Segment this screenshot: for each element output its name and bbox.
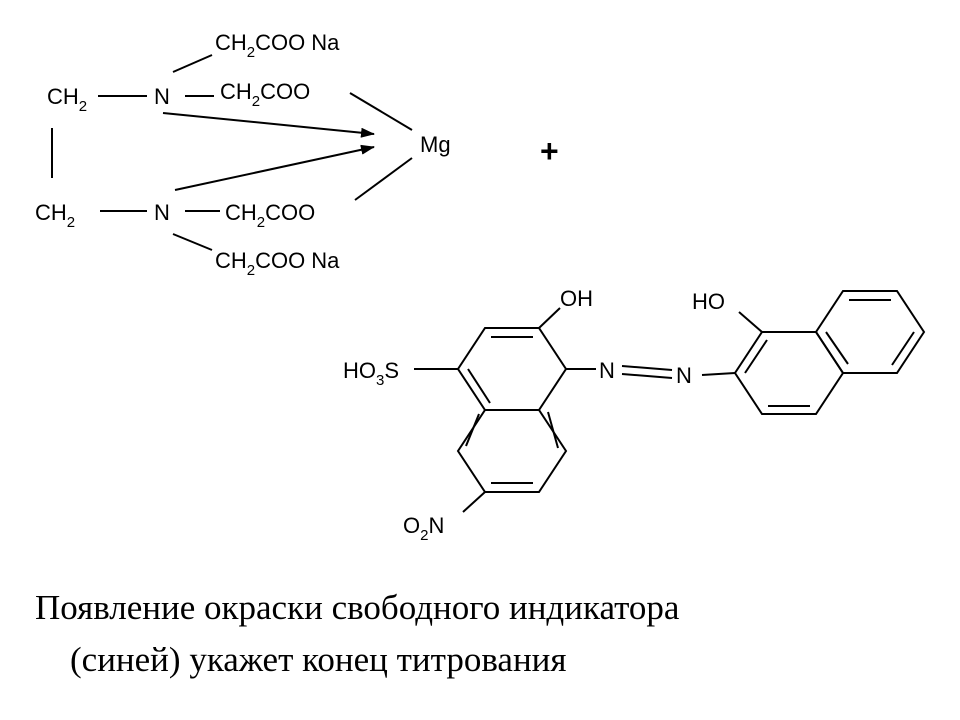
right-naphthalene-ring-c bbox=[733, 331, 845, 415]
double-bond-b1 bbox=[547, 411, 559, 449]
n-arm-bond-bottom-outer bbox=[172, 233, 213, 251]
plus-sign: + bbox=[540, 133, 559, 169]
left-naphthalene-ring-b bbox=[456, 409, 568, 493]
ch2-label-top: CH2 bbox=[47, 84, 87, 115]
azo-bond-right bbox=[701, 372, 736, 376]
hydroxyl-label-left: OH bbox=[560, 286, 593, 311]
o-mg-bond-top bbox=[349, 92, 413, 131]
sulfo-group-label: HO3S bbox=[343, 358, 399, 389]
nitro-bond bbox=[462, 491, 486, 513]
double-bond-c2 bbox=[744, 339, 768, 374]
caption-line-2: (синей) укажет конец титрования bbox=[70, 640, 567, 679]
double-bond-b3 bbox=[465, 413, 480, 447]
nitrogen-label-bottom: N bbox=[154, 200, 170, 225]
n-mg-arrow-bottom bbox=[174, 144, 375, 191]
mg-edta-complex bbox=[51, 54, 413, 251]
oh-bond-left bbox=[538, 307, 561, 329]
ho-bond-right bbox=[738, 311, 763, 333]
double-bond-a2 bbox=[467, 368, 491, 404]
azo-double-bond-2 bbox=[621, 373, 673, 379]
azo-nitrogen-label-2: N bbox=[676, 363, 692, 388]
right-naphthalene-ring-d bbox=[814, 290, 926, 374]
indicator-labels: OH HO HO3S N N O2N bbox=[343, 286, 725, 544]
double-bond-d2 bbox=[891, 331, 915, 366]
magnesium-label: Mg bbox=[420, 132, 451, 157]
indicator-molecule bbox=[414, 290, 926, 513]
ch2-label-bottom: CH2 bbox=[35, 200, 75, 231]
arm-label-bottom-inner: CH2COO bbox=[225, 200, 315, 231]
caption-line-1: Появление окраски свободного индикатора bbox=[35, 588, 680, 627]
hydroxyl-label-right: HO bbox=[692, 289, 725, 314]
nitro-group-label: O2N bbox=[403, 513, 444, 544]
azo-double-bond-1 bbox=[621, 365, 673, 371]
arm-label-top-inner: CH2COO bbox=[220, 79, 310, 110]
n-arm-bond-top-outer bbox=[172, 54, 213, 73]
double-bond-d3 bbox=[825, 331, 849, 365]
nitrogen-label-top: N bbox=[154, 84, 170, 109]
left-naphthalene-ring-a bbox=[456, 327, 568, 411]
o-mg-bond-bottom bbox=[354, 157, 413, 201]
n-mg-arrow-top bbox=[162, 112, 375, 138]
azo-nitrogen-label-1: N bbox=[599, 358, 615, 383]
